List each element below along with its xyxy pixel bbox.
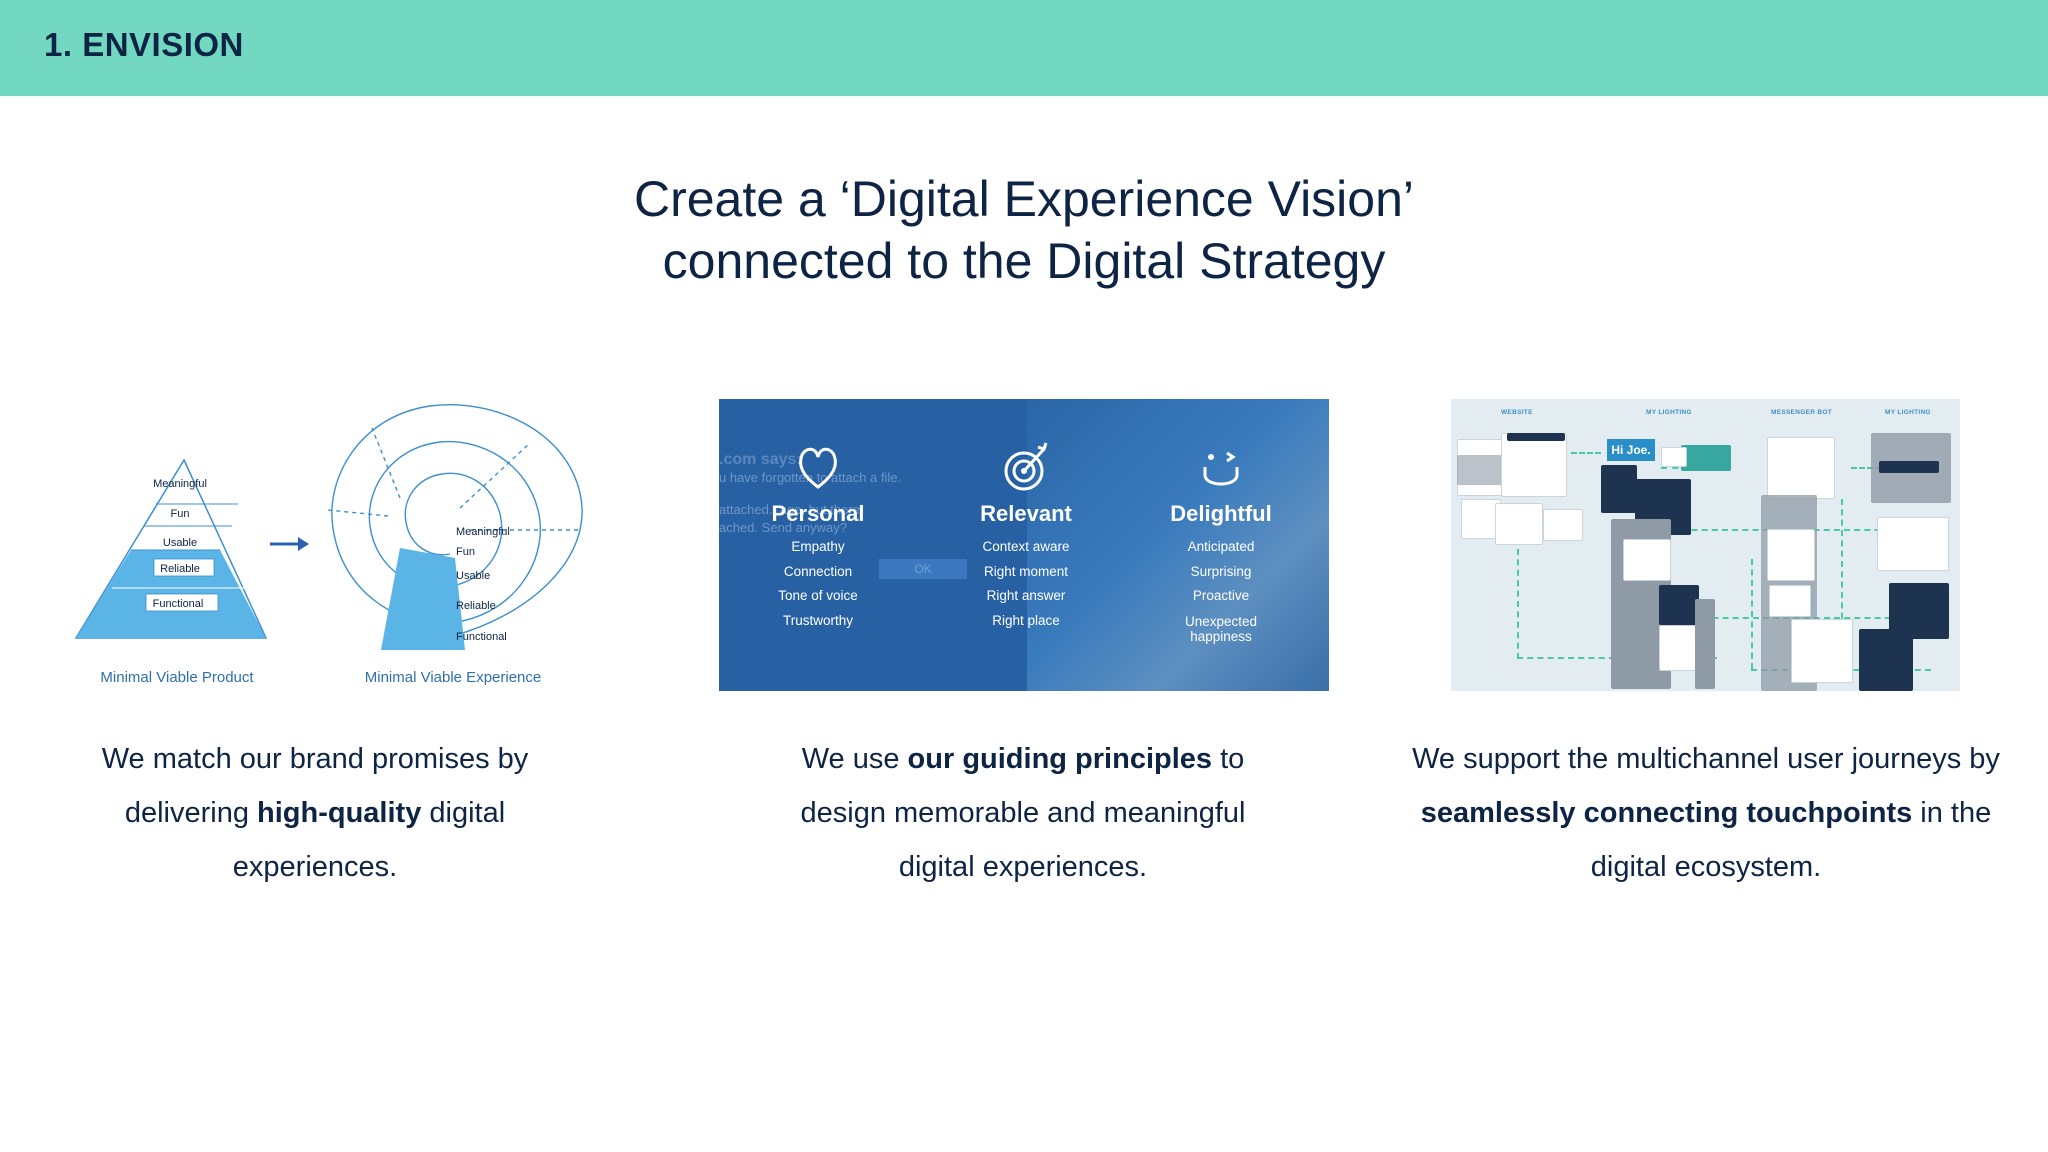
- app-card: [1681, 445, 1731, 471]
- background-dialog-ghost: .com says: u have forgotten to attach a …: [719, 451, 901, 537]
- bot-screen: [1767, 529, 1815, 581]
- website-screen: [1543, 509, 1583, 541]
- app-screen: [1601, 465, 1637, 513]
- journey-map-panel: WEBSITE MY LIGHTING MESSENGER BOT MY LIG…: [1451, 399, 1960, 691]
- guiding-principles-panel: .com says: u have forgotten to attach a …: [719, 399, 1329, 691]
- app-screen: [1623, 539, 1671, 581]
- principle-item: Trustworthy: [782, 612, 853, 628]
- app-screen: [1659, 585, 1699, 625]
- lighting-screen: [1877, 517, 1949, 571]
- principle-personal: Personal Empathy Connection Tone of voic…: [728, 439, 908, 633]
- panel-photo-shade: [1027, 399, 1329, 691]
- caption-text: We support the multichannel user journey…: [1412, 743, 2000, 775]
- spiral-level-functional: Functional: [456, 631, 507, 643]
- bot-screen: [1791, 619, 1853, 683]
- spiral-level-usable: Usable: [456, 570, 490, 582]
- principle-delightful: Delightful Anticipated Surprising Proact…: [1131, 439, 1311, 644]
- pyramid: Meaningful Fun Usable Reliable Functiona…: [74, 458, 268, 686]
- headline-line-2: connected to the Digital Strategy: [662, 233, 1386, 289]
- website-screen: [1501, 433, 1567, 497]
- connector-line: [1517, 549, 1521, 659]
- ghost-line: ached. Send anyway?: [719, 520, 847, 535]
- arrow-right-icon: [270, 537, 309, 551]
- lane-header: MESSENGER BOT: [1771, 409, 1832, 416]
- lighting-banner: [1879, 461, 1939, 473]
- section-header-bar: 1. ENVISION: [0, 0, 2048, 96]
- principle-item: Surprising: [1190, 563, 1252, 579]
- caption-brand-promises: We match our brand promises by deliverin…: [55, 732, 575, 894]
- website-screen: [1461, 499, 1501, 539]
- bot-screen: [1769, 585, 1811, 617]
- pyramid-level-usable: Usable: [163, 537, 197, 549]
- principle-item: Anticipated: [1187, 539, 1255, 554]
- connector-line: [1841, 499, 1845, 629]
- pyramid-level-fun: Fun: [171, 508, 190, 520]
- pyramid-level-reliable: Reliable: [160, 563, 200, 575]
- ghost-line: .com says:: [719, 451, 802, 468]
- spiral-caption: Minimal Viable Experience: [365, 669, 541, 686]
- caption-emphasis: high-quality: [257, 797, 422, 829]
- heart-icon: [799, 447, 837, 489]
- ghost-line: attached...age, but there: [719, 502, 860, 517]
- ghost-line: u have forgotten to attach a file.: [719, 470, 902, 485]
- app-strip: [1695, 599, 1715, 689]
- principle-title: Personal: [771, 501, 865, 526]
- principle-item: Empathy: [791, 539, 845, 554]
- pyramid-caption: Minimal Viable Product: [100, 669, 254, 686]
- slide-headline: Create a ‘Digital Experience Vision’ con…: [524, 168, 1524, 292]
- principle-item: Unexpected: [1184, 613, 1258, 629]
- ghost-ok-button: OK: [879, 559, 967, 579]
- mvp-mve-diagram: Meaningful Fun Usable Reliable Functiona…: [60, 398, 600, 698]
- lane-header: MY LIGHTING: [1885, 409, 1931, 416]
- website-header: [1507, 433, 1565, 441]
- website-hero: [1457, 455, 1507, 485]
- caption-emphasis: our guiding principles: [907, 743, 1213, 775]
- principle-item: happiness: [1190, 628, 1252, 644]
- principle-title: Delightful: [1170, 501, 1272, 526]
- principle-item: Connection: [783, 563, 853, 579]
- section-label: 1. ENVISION: [44, 26, 244, 63]
- caption-text: in the digital ecosystem.: [1590, 797, 1992, 883]
- connector-line: [1851, 467, 1881, 471]
- lighting-screen: [1859, 629, 1913, 691]
- lane-header: MY LIGHTING: [1646, 409, 1692, 416]
- principle-item: Tone of voice: [778, 588, 858, 603]
- spiral-diagram: [327, 404, 583, 650]
- website-screen: [1495, 503, 1543, 545]
- principle-item: Right place: [992, 612, 1060, 628]
- caption-multichannel: We support the multichannel user journey…: [1396, 732, 2016, 894]
- panel-left-shade: [719, 399, 1027, 691]
- bot-screen: [1767, 437, 1835, 499]
- caption-text: digital experiences.: [232, 797, 506, 883]
- connector-line: [1751, 559, 1755, 669]
- caption-text: to design memorable and meaningful digit…: [800, 743, 1246, 883]
- smile-icon: [1203, 451, 1239, 486]
- principle-item: Proactive: [1192, 588, 1250, 603]
- connector-line: [1571, 452, 1601, 456]
- app-card: [1661, 447, 1687, 467]
- spiral-level-fun: Fun: [456, 546, 475, 558]
- principle-item: Right moment: [983, 563, 1069, 579]
- headline-line-1: Create a ‘Digital Experience Vision’: [633, 171, 1415, 227]
- pyramid-level-functional: Functional: [153, 598, 204, 610]
- caption-emphasis: seamlessly connecting touchpoints: [1420, 797, 1913, 829]
- greeting-chip: Hi Joe.: [1607, 439, 1655, 461]
- diagram-svg: Meaningful Fun Usable Reliable Functiona…: [74, 404, 583, 686]
- caption-guiding-principles: We use our guiding principles to design …: [763, 732, 1283, 894]
- lane-header: WEBSITE: [1501, 409, 1533, 416]
- principle-relevant: Relevant Context aware Right moment Righ…: [936, 439, 1116, 633]
- caption-text: We match our brand promises by deliverin…: [101, 743, 529, 829]
- principle-item: Right answer: [986, 588, 1066, 603]
- caption-text: We use: [801, 743, 908, 775]
- target-icon: [1004, 442, 1048, 491]
- principle-title: Relevant: [980, 501, 1072, 526]
- spiral-level-reliable: Reliable: [456, 600, 496, 612]
- pyramid-level-meaningful: Meaningful: [153, 478, 207, 490]
- spiral-level-meaningful: Meaningful: [456, 526, 510, 538]
- principle-item: Context aware: [982, 539, 1070, 554]
